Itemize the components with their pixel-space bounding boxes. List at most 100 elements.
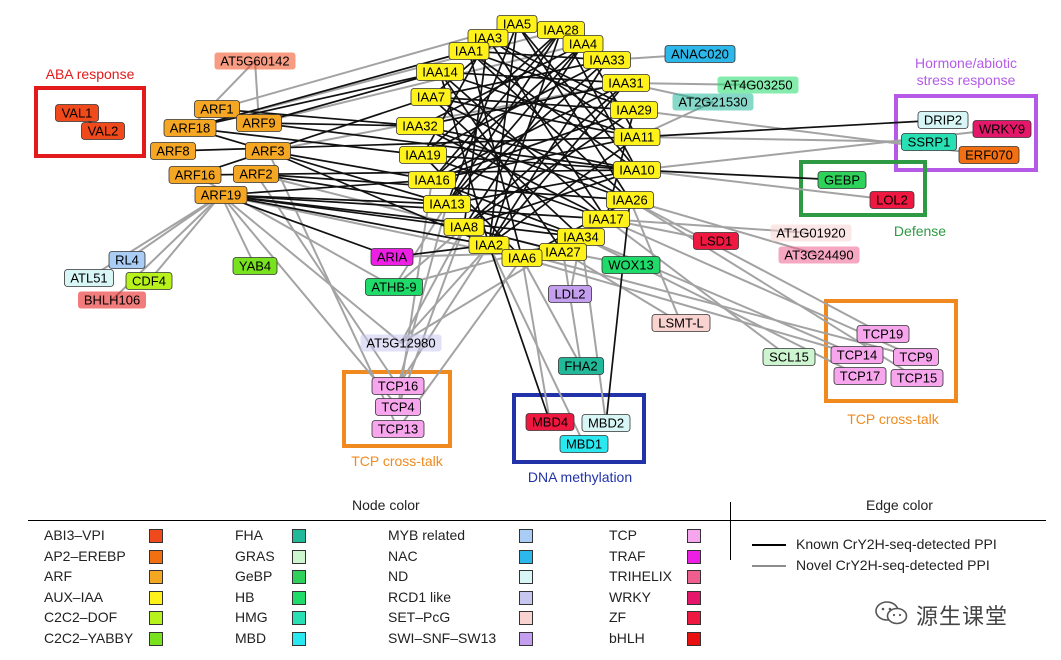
node-box: [833, 367, 887, 385]
known-edge-iaa14-iaa31: [439, 71, 627, 84]
node-iaa17: IAA17: [582, 210, 630, 228]
node-label: MBD1: [566, 437, 602, 452]
node-mbd1: MBD1: [559, 435, 609, 453]
legend-item-label: ABI3–VPI: [44, 527, 105, 543]
legend-swatch: [149, 549, 163, 564]
legend-swatch: [687, 549, 701, 564]
legend-swatch: [292, 570, 306, 584]
node-box: [468, 236, 510, 254]
node-arf1: ARF1: [194, 100, 240, 118]
node-label: LDL2: [554, 287, 585, 302]
known-edge-iaa34-iaa7: [430, 96, 582, 238]
known-edge-iaa3-iaa29: [487, 37, 635, 111]
known-edge-arf3-iaa16: [267, 150, 433, 181]
node-box: [233, 165, 279, 183]
node-arf3: ARF3: [245, 142, 291, 160]
node-label: ARF18: [170, 121, 210, 136]
node-iaa31: IAA31: [602, 74, 650, 92]
legend-item-label: AUX–IAA: [44, 588, 104, 605]
node-color-title: Node color: [352, 497, 420, 513]
node-arf9: ARF9: [236, 114, 282, 132]
node-label: IAA11: [620, 130, 654, 145]
node-label: LOL2: [876, 193, 908, 208]
node-tcp16: TCP16: [371, 377, 425, 395]
node-box: [606, 191, 654, 209]
legend-swatch: [519, 529, 533, 543]
node-label: VAL2: [88, 124, 119, 139]
novel-edge-iaa6-tcp14: [521, 257, 858, 356]
node-label: TCP14: [837, 348, 877, 363]
node-label: AT1G01920: [776, 226, 845, 241]
node-label: IAA3: [474, 31, 502, 46]
novel-edge-iaa13-athb-9: [393, 203, 448, 288]
node-label: TCP4: [381, 400, 414, 415]
legend-swatch: [149, 570, 163, 584]
legend-item-label: GRAS: [235, 547, 275, 564]
known-edge-iaa31-iaa2: [488, 82, 627, 246]
node-label: IAA2: [475, 238, 503, 253]
node-box: [64, 269, 114, 287]
group-box-dna: [512, 393, 646, 464]
group-box-aba: [34, 86, 146, 158]
node-box: [78, 291, 146, 309]
node-label: TCP13: [378, 422, 418, 437]
node-label: IAA7: [417, 90, 445, 105]
legend-swatch: [687, 590, 701, 605]
watermark-text: 源生课堂: [916, 605, 1009, 630]
legend-swatch: [149, 611, 163, 625]
node-label: IAA17: [588, 212, 623, 227]
known-edge-iaa19-iaa17: [422, 154, 607, 220]
node-box: [163, 119, 217, 137]
legend-item-label: C2C2–DOF: [44, 609, 118, 625]
known-edge-iaa4-iaa13: [446, 43, 584, 205]
node-iaa14: IAA14: [416, 63, 464, 81]
node-box: [408, 171, 456, 189]
node-box: [651, 314, 711, 332]
legend-item-label: FHA: [235, 527, 263, 543]
node-label: ARF9: [242, 116, 275, 131]
known-edge-iaa11-iaa2: [488, 136, 638, 246]
known-edge-iaa33-iaa19: [422, 59, 608, 156]
group-box-tcp-left: [342, 370, 452, 448]
node-iaa4: IAA4: [562, 35, 604, 53]
node-label: BHLH106: [84, 293, 140, 308]
node-cdf4: CDF4: [125, 272, 173, 290]
node-label: RL4: [115, 253, 139, 268]
node-box: [869, 191, 915, 209]
legend-item-label: HMG: [235, 609, 268, 625]
known-edge-iaa29-iaa8: [463, 109, 635, 228]
node-label: CDF4: [132, 274, 166, 289]
node-box: [370, 248, 414, 266]
node-box: [214, 52, 296, 70]
group-box-tcp-right: [824, 299, 958, 403]
node-wrky9: WRKY9: [972, 120, 1032, 138]
node-at5g12980: AT5G12980: [360, 334, 442, 352]
node-box: [537, 21, 585, 39]
node-label: AT5G12980: [366, 336, 435, 351]
node-label: ARF3: [251, 144, 284, 159]
legend-swatch: [292, 611, 306, 625]
known-edge-iaa1-iaa10: [468, 50, 638, 171]
node-box: [958, 146, 1020, 164]
node-label: MBD2: [588, 416, 624, 431]
legend-swatch: [687, 611, 701, 625]
node-tcp19: TCP19: [856, 325, 910, 343]
group-box-hormone: [894, 94, 1038, 172]
node-box: [830, 346, 884, 364]
node-box: [610, 101, 658, 119]
node-label: AT4G03250: [723, 78, 792, 93]
novel-edge-iaa6-fha2: [521, 257, 582, 367]
node-box: [601, 256, 661, 274]
edge-swatch-novel: [752, 565, 786, 567]
legend-item-label: MYB related: [388, 527, 466, 543]
node-label: ARF19: [201, 188, 241, 203]
node-label: ERF070: [965, 148, 1013, 163]
node-label: DRIP2: [924, 113, 962, 128]
legend-swatch: [149, 529, 163, 543]
known-edge-iaa10-iaa8: [463, 169, 638, 228]
node-at5g60142: AT5G60142: [214, 52, 296, 70]
node-aria: ARIA: [370, 248, 414, 266]
node-label: AT3G24490: [784, 248, 853, 263]
legend-item-label: HB: [235, 588, 255, 605]
